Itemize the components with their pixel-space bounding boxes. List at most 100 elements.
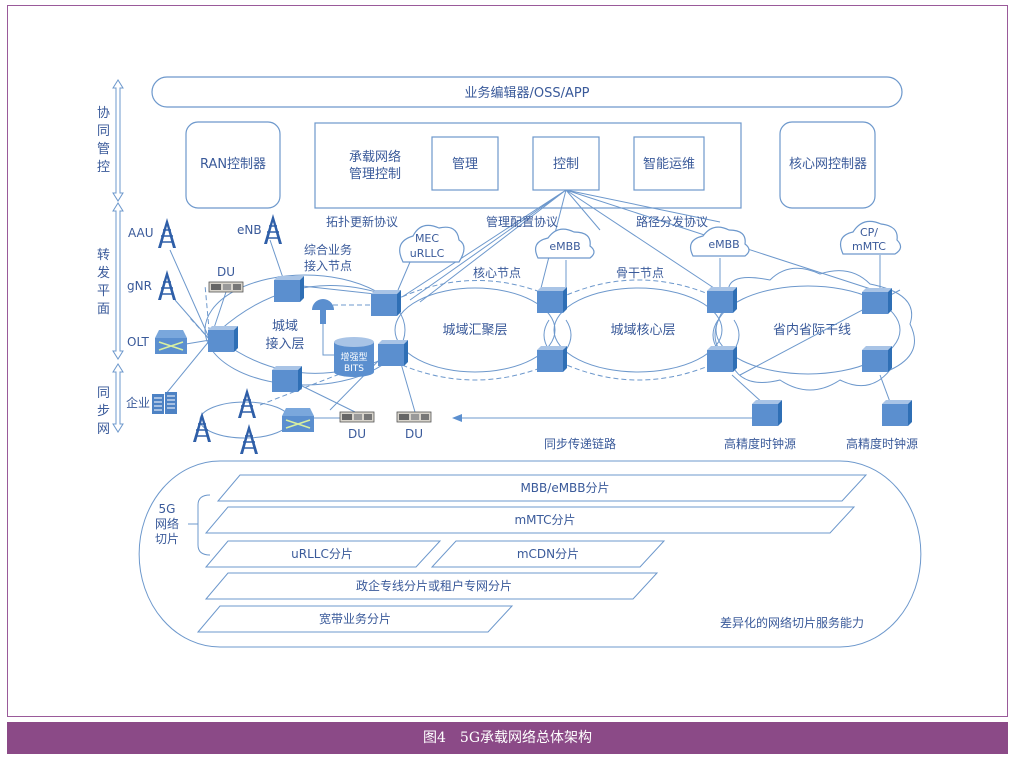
protocol-topology: 拓扑更新协议 <box>326 214 398 229</box>
olt-icon <box>154 329 188 355</box>
layer-coordination-4: 控 <box>97 160 110 175</box>
layer-sync-2: 步 <box>97 404 110 419</box>
cloud-embb-a-label: eMBB <box>549 240 580 253</box>
layer-forwarding-3: 平 <box>97 284 110 299</box>
protocol-config: 管理配置协议 <box>486 214 558 229</box>
core-node-1 <box>537 287 567 313</box>
layer-arrows <box>112 79 124 433</box>
gnr-tower-icon <box>157 269 177 301</box>
olt-label: OLT <box>127 335 149 349</box>
slice-urllc <box>204 540 442 568</box>
backbone-node-1 <box>707 287 737 313</box>
access-node-lower <box>272 366 302 392</box>
cloud-cp-label-2: mMTC <box>852 240 886 253</box>
metro-access-label-1: 城域 <box>272 319 298 334</box>
du-label-1: DU <box>217 265 235 279</box>
ops-box <box>633 136 705 191</box>
metro-access-label-2: 接入层 <box>265 336 304 352</box>
ring-switch-icon <box>281 407 315 433</box>
layer-sync-1: 同 <box>97 386 110 401</box>
bearer-title-2: 管理控制 <box>349 167 401 182</box>
cloud-mec-label-1: MEC <box>415 232 439 245</box>
bearer-title-1: 承载网络 <box>349 149 401 165</box>
slice-container <box>138 460 922 648</box>
layer-forwarding-2: 发 <box>97 265 110 281</box>
ring-tower-2-icon <box>192 411 212 443</box>
clock-source-b <box>882 400 912 426</box>
cloud-cp <box>840 220 902 255</box>
protocol-path: 路径分发协议 <box>636 214 708 229</box>
trunk-node-2 <box>862 346 892 372</box>
du-label-2: DU <box>348 427 366 441</box>
sync-link-label: 同步传递链路 <box>544 436 616 451</box>
control-box <box>532 136 600 191</box>
ring-tower-1-icon <box>237 387 257 419</box>
slice-label-1: 5G <box>159 502 176 516</box>
slice-brace <box>188 494 211 556</box>
cloud-embb-b-label: eMBB <box>708 238 739 251</box>
management-box <box>431 136 499 191</box>
layer-coordination-3: 管 <box>97 142 110 157</box>
core-controller-label: 核心网控制器 <box>789 157 867 172</box>
aau-label: AAU <box>128 226 154 240</box>
caption-title: 5G承载网络总体架构 <box>459 730 592 746</box>
du-label-3: DU <box>405 427 423 441</box>
backbone-node-2 <box>707 346 737 372</box>
gps-antenna-icon <box>312 299 334 324</box>
metro-core-layer-label: 城域核心层 <box>610 323 675 338</box>
slice-mcdn-label: mCDN分片 <box>517 547 579 561</box>
integrated-access-node <box>274 276 304 302</box>
layer-coordination-1: 协 <box>97 106 110 121</box>
core-node-label: 核心节点 <box>473 266 521 280</box>
bits-label-1: 增强型 <box>340 351 367 363</box>
slice-broadband <box>196 605 514 633</box>
du-device-3-icon <box>396 411 432 423</box>
slice-mmtc <box>204 506 856 534</box>
slice-mcdn <box>430 540 666 568</box>
trunk-node-1 <box>862 288 892 314</box>
control-label: 控制 <box>553 157 579 172</box>
aau-tower-icon <box>157 217 177 249</box>
enb-label: eNB <box>237 223 262 237</box>
enterprise-label: 企业 <box>126 395 150 410</box>
management-label: 管理 <box>452 157 478 172</box>
integrated-node-label-2: 接入节点 <box>304 258 352 273</box>
clock-source-b-label: 高精度时钟源 <box>846 436 918 451</box>
aggregation-layer-label: 城域汇聚层 <box>442 323 507 338</box>
layer-forwarding-4: 面 <box>97 302 110 317</box>
slice-label-3: 切片 <box>155 532 179 546</box>
layer-forwarding-1: 转 <box>97 248 110 263</box>
slice-mbb <box>216 474 868 502</box>
du-device-1-icon <box>208 281 244 293</box>
backbone-node-label: 骨干节点 <box>616 266 664 280</box>
slice-label-2: 网络 <box>155 516 179 531</box>
ran-controller <box>185 121 281 209</box>
trunk-label: 省内省际干线 <box>773 322 851 338</box>
enb-tower-icon <box>263 213 283 245</box>
bits-device <box>334 337 374 377</box>
cloud-cp-label-1: CP/ <box>860 226 878 239</box>
top-bar-label: 业务编辑器/OSS/APP <box>464 85 589 101</box>
aggregation-node-1 <box>371 290 401 316</box>
ops-label: 智能运维 <box>643 157 695 172</box>
layer-sync-3: 网 <box>97 422 110 437</box>
cloud-embb-b <box>690 226 750 257</box>
cloud-embb-a <box>535 228 595 259</box>
cloud-mec <box>399 224 465 263</box>
layer-coordination-2: 同 <box>97 124 110 139</box>
slice-mbb-label: MBB/eMBB分片 <box>520 481 609 495</box>
slice-capability-label: 差异化的网络切片服务能力 <box>720 615 864 630</box>
integrated-node-label-1: 综合业务 <box>304 242 352 257</box>
core-node-2 <box>537 346 567 372</box>
clock-source-a-label: 高精度时钟源 <box>724 436 796 451</box>
slice-mmtc-label: mMTC分片 <box>514 513 575 527</box>
ring-tower-3-icon <box>239 423 259 455</box>
slice-broadband-label: 宽带业务分片 <box>319 611 391 626</box>
bits-label-2: BITS <box>344 364 364 374</box>
top-bar <box>151 76 903 108</box>
slice-enterprise-label: 政企专线分片或租户专网分片 <box>356 578 512 593</box>
du-device-2-icon <box>339 411 375 423</box>
gnr-label: gNR <box>127 279 152 293</box>
ran-controller-label: RAN控制器 <box>200 157 266 172</box>
